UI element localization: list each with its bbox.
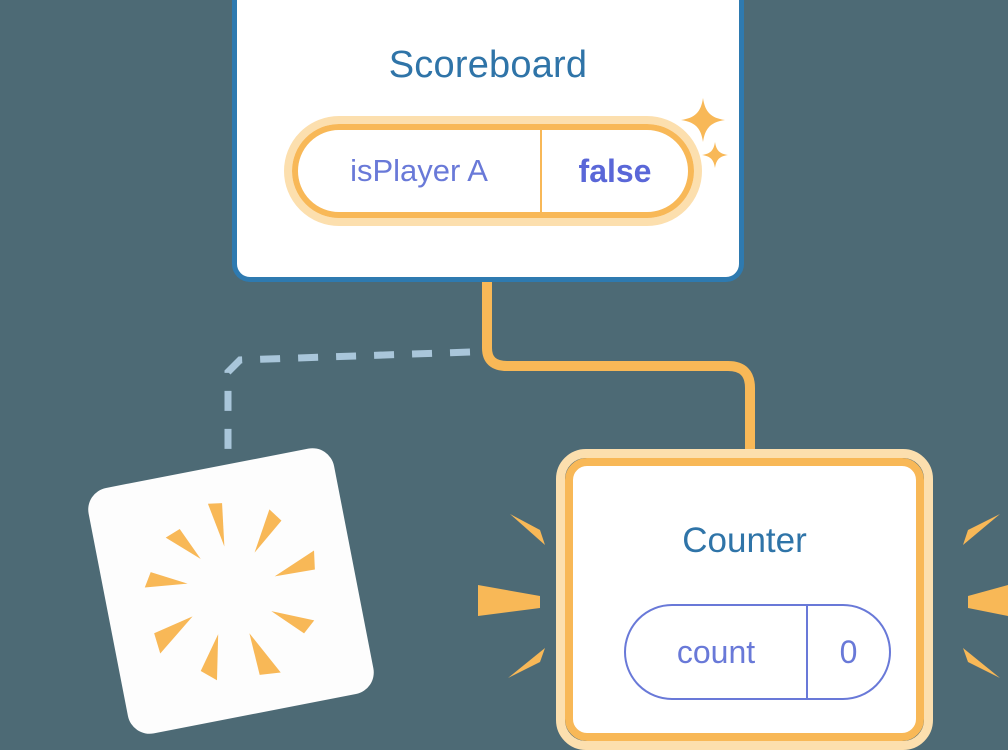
counter-title: Counter	[682, 521, 807, 560]
counter-state-pill[interactable]: count 0	[624, 604, 891, 700]
sparkle-small-icon	[702, 142, 728, 168]
left-card-burst-rays	[144, 503, 315, 681]
counter-pill-divider	[806, 606, 808, 698]
counter-card[interactable]: Counter count 0	[556, 449, 933, 750]
counter-state-key: count	[676, 633, 756, 670]
scoreboard-state-pill[interactable]: isPlayer A false	[284, 116, 702, 226]
scoreboard-card[interactable]: Scoreboard isPlayer A false	[232, 0, 744, 282]
counter-burst-rays-left	[478, 514, 545, 678]
scoreboard-state-key: isPlayer A	[350, 153, 488, 188]
counter-burst-rays-right	[963, 514, 1008, 678]
dashed-connector-left	[224, 348, 471, 480]
sparkle-large-icon	[681, 98, 725, 142]
scoreboard-state-value: false	[578, 152, 652, 189]
orange-connector-counter	[482, 282, 755, 470]
counter-state-value: 0	[839, 633, 858, 670]
pill-divider	[540, 130, 542, 212]
scoreboard-state-pill-inner: isPlayer A false	[292, 124, 694, 218]
counter-card-inner: Counter count 0	[565, 458, 924, 741]
scoreboard-title: Scoreboard	[388, 44, 588, 86]
